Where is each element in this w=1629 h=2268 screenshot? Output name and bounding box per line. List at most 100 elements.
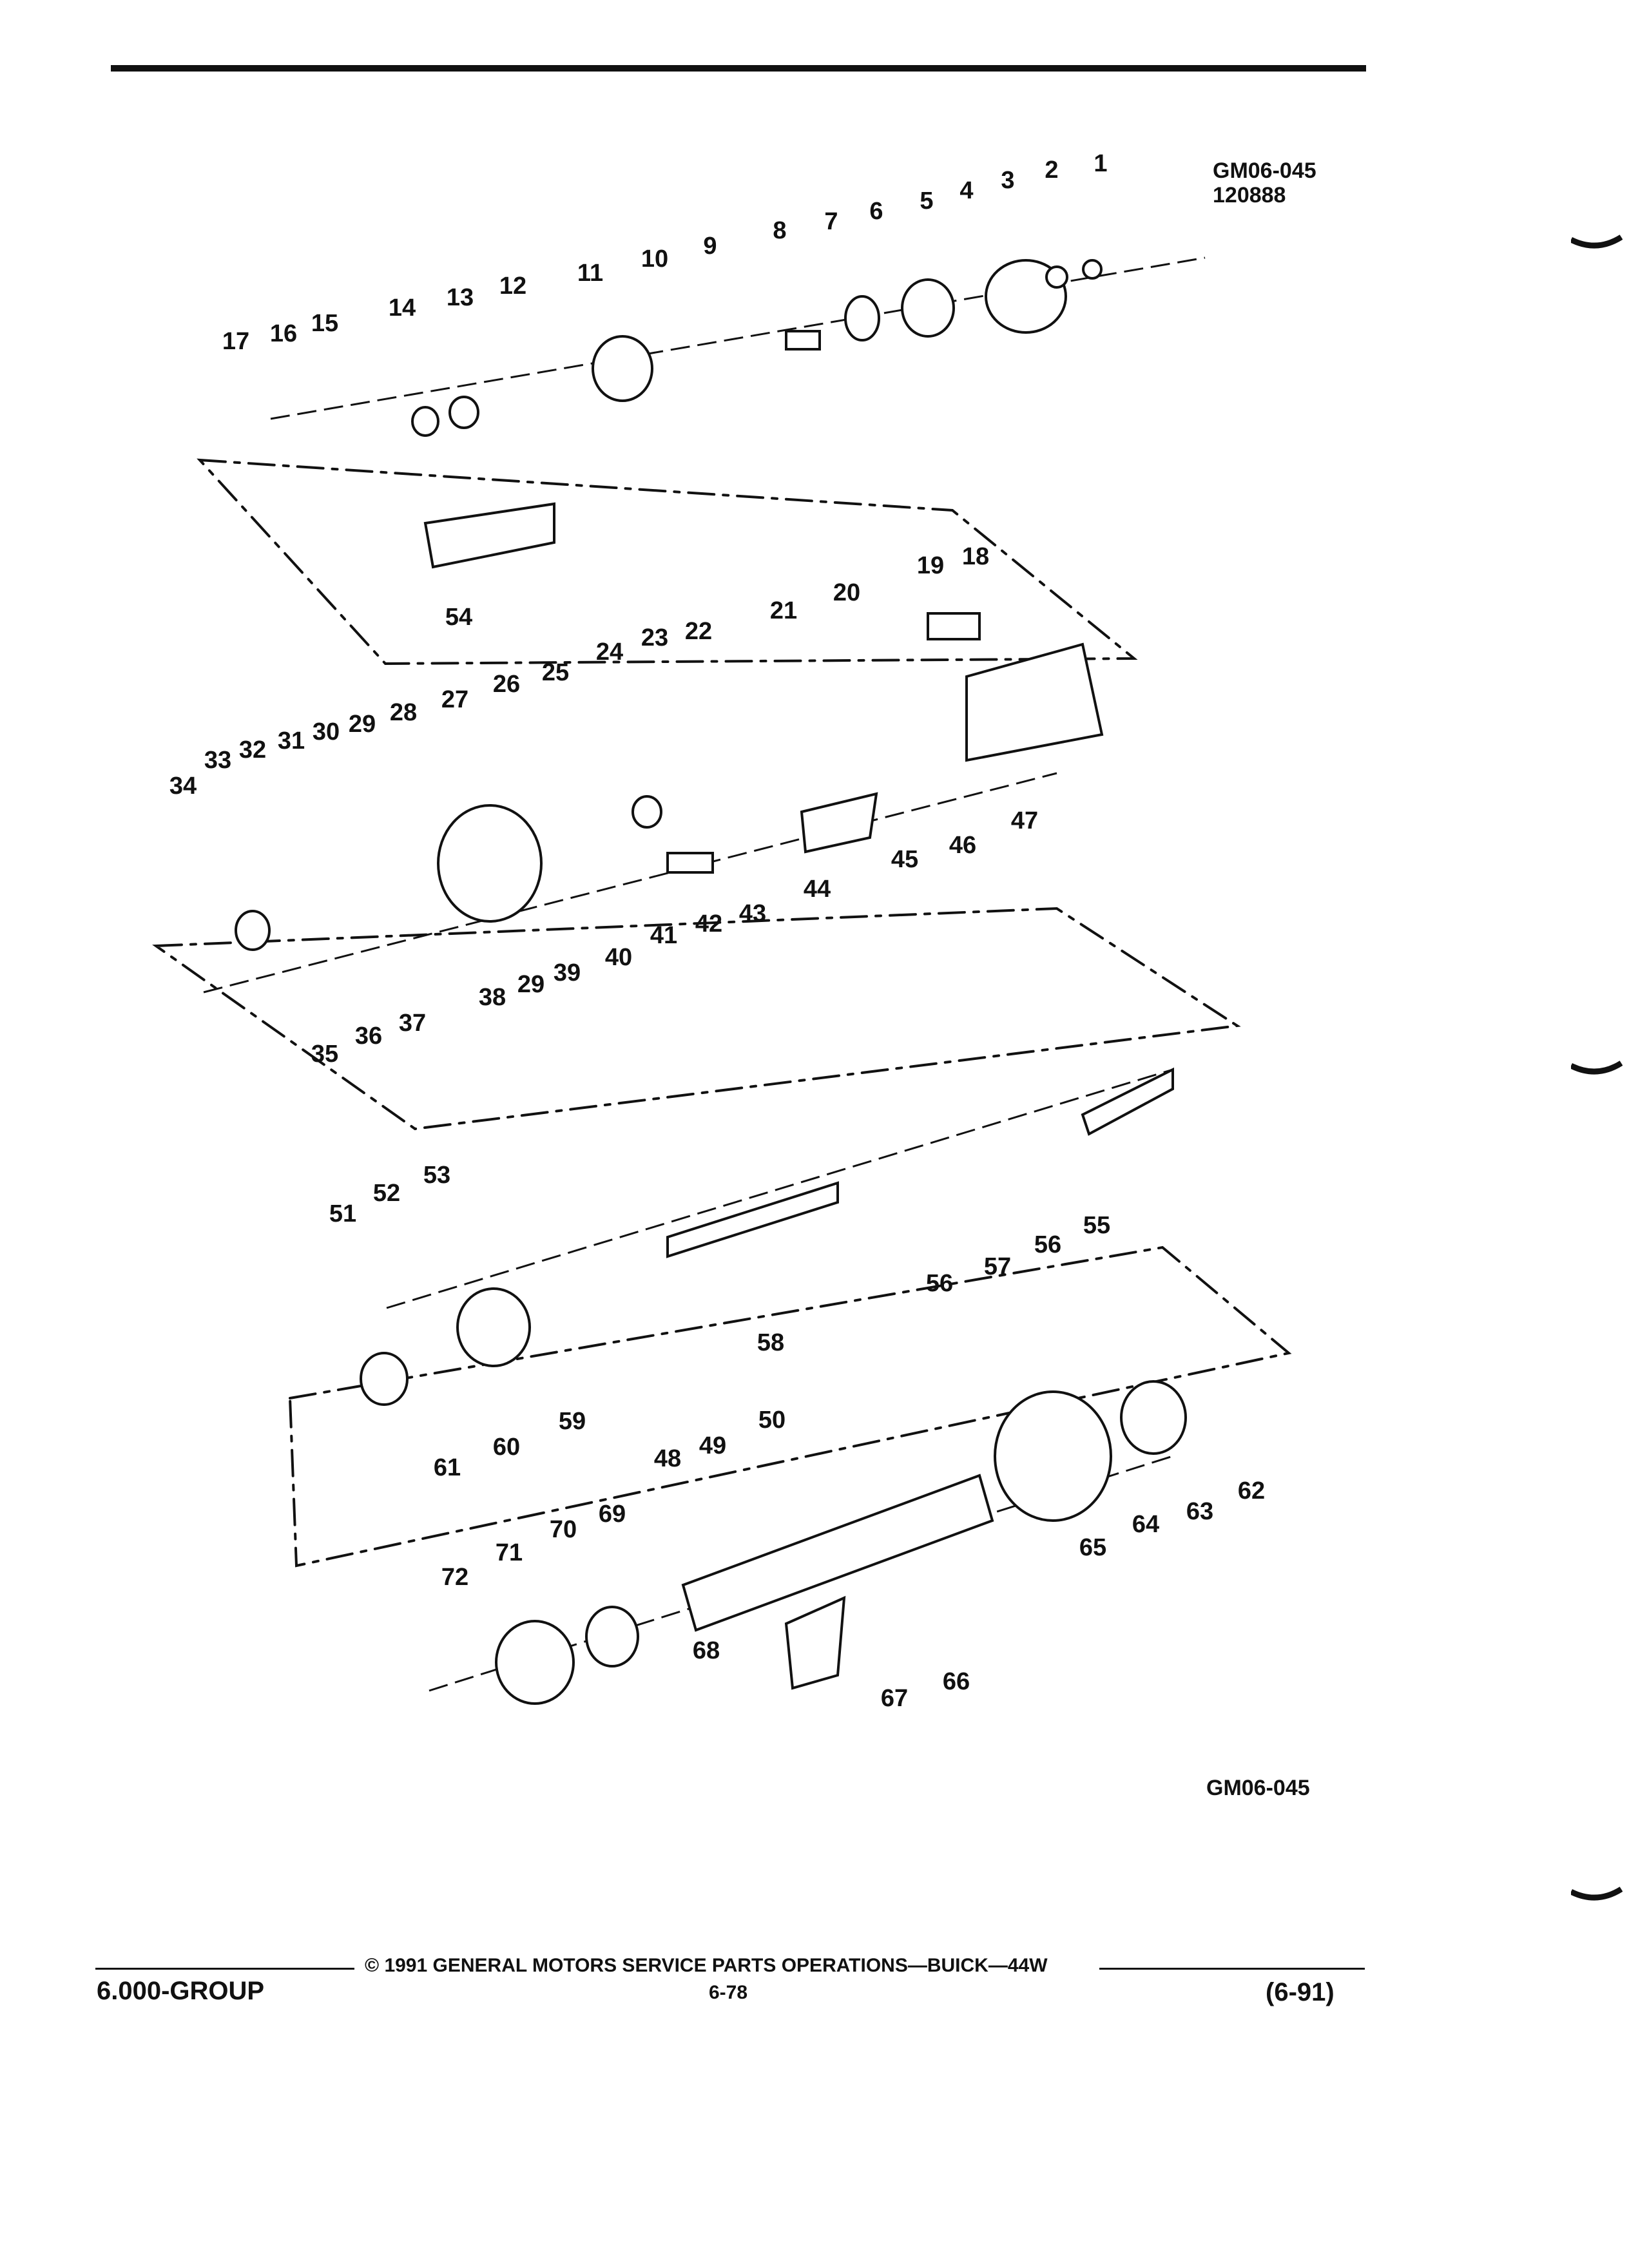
- callout-numbers: 1 2 3 4 5 6 7 8 9 10 11 12 13 14 15 16 1…: [169, 150, 1265, 1712]
- part-65-shroud: [994, 1390, 1112, 1522]
- callout-64: 64: [1132, 1511, 1159, 1538]
- part-6-plate: [844, 295, 880, 341]
- part-71-adapter: [495, 1620, 575, 1705]
- callout-39: 39: [554, 959, 581, 986]
- callout-29-upper: 29: [349, 711, 376, 738]
- part-13-washer: [411, 406, 439, 437]
- top-rule: [111, 65, 1366, 72]
- callout-69: 69: [599, 1501, 626, 1528]
- callout-24: 24: [596, 639, 623, 666]
- callout-29-lower: 29: [517, 971, 545, 998]
- callout-42: 42: [695, 910, 722, 937]
- part-44-bracket: [800, 792, 878, 854]
- footer-group: 6.000-GROUP: [97, 1977, 265, 2005]
- binder-mark-2: [1571, 1061, 1623, 1075]
- footer-copyright: © 1991 GENERAL MOTORS SERVICE PARTS OPER…: [365, 1955, 1048, 1976]
- panel-outline-lower: [288, 1245, 1292, 1568]
- part-64-ring: [1120, 1380, 1187, 1455]
- callout-56-left: 56: [926, 1270, 953, 1297]
- part-61-plate: [360, 1352, 409, 1406]
- figure-code: GM06-045: [1213, 159, 1316, 183]
- callout-36: 36: [355, 1023, 382, 1050]
- callout-48: 48: [654, 1445, 681, 1472]
- callout-40: 40: [605, 944, 632, 971]
- callout-5: 5: [920, 187, 933, 215]
- callout-2: 2: [1045, 157, 1058, 184]
- callout-51: 51: [329, 1200, 356, 1227]
- callout-47: 47: [1011, 807, 1038, 834]
- callout-27: 27: [441, 686, 468, 713]
- part-42-spring: [666, 852, 714, 874]
- part-19-switch: [927, 612, 981, 640]
- callout-55: 55: [1083, 1212, 1110, 1239]
- part-55-shaft: [1081, 1067, 1174, 1136]
- callout-54: 54: [445, 604, 472, 631]
- part-22-ring: [631, 795, 662, 829]
- footer-page-number: 6-78: [709, 1982, 748, 2003]
- callout-35: 35: [311, 1041, 338, 1068]
- callout-4: 4: [959, 177, 973, 204]
- panel-outline-middle: [152, 907, 1241, 1131]
- callout-16: 16: [270, 320, 297, 347]
- callout-14: 14: [389, 294, 416, 322]
- footer-rule-right: [1099, 1968, 1365, 1970]
- axis-shaft: [386, 1068, 1173, 1309]
- callout-23: 23: [641, 624, 668, 651]
- callout-13: 13: [447, 284, 474, 311]
- callout-71: 71: [496, 1539, 523, 1566]
- part-18-housing: [965, 642, 1104, 762]
- binder-mark-1: [1571, 235, 1623, 249]
- callout-19: 19: [917, 552, 944, 579]
- callout-46: 46: [949, 832, 976, 859]
- part-1-bolt: [1082, 259, 1103, 280]
- callout-66: 66: [943, 1668, 970, 1695]
- figure-bottom-code: GM06-045: [1206, 1776, 1310, 1800]
- callout-12: 12: [499, 273, 526, 300]
- callout-58: 58: [757, 1329, 784, 1356]
- callout-18: 18: [962, 543, 989, 570]
- part-67-bracket: [784, 1595, 846, 1690]
- callout-7: 7: [824, 208, 838, 235]
- callout-60: 60: [493, 1434, 520, 1461]
- part-12-bearing: [448, 396, 479, 429]
- callout-17: 17: [222, 328, 249, 355]
- part-54-cover: [423, 502, 555, 569]
- callout-50: 50: [758, 1407, 786, 1434]
- callout-6: 6: [869, 198, 883, 225]
- part-34-ring: [235, 910, 271, 951]
- part-38-housing: [437, 804, 543, 923]
- panel-outline-upper: [197, 458, 1138, 666]
- callout-67: 67: [881, 1685, 908, 1712]
- callout-10: 10: [641, 245, 668, 273]
- callout-3: 3: [1001, 167, 1014, 194]
- callout-26: 26: [493, 671, 520, 698]
- callout-8: 8: [773, 217, 786, 244]
- callout-70: 70: [550, 1516, 577, 1543]
- callout-31: 31: [278, 727, 305, 754]
- part-69-jacket: [681, 1474, 994, 1632]
- part-11-switch: [592, 335, 653, 402]
- callout-30: 30: [313, 718, 340, 745]
- callout-43: 43: [739, 900, 766, 927]
- callout-61: 61: [434, 1454, 461, 1481]
- callout-59: 59: [559, 1408, 586, 1435]
- callout-20: 20: [833, 579, 860, 606]
- callout-28: 28: [390, 699, 417, 726]
- callout-15: 15: [311, 310, 338, 337]
- part-5-cancel-cam: [901, 278, 955, 338]
- footer-rule-left: [95, 1968, 354, 1970]
- binder-mark-3: [1571, 1887, 1623, 1901]
- part-60-housing: [456, 1287, 531, 1367]
- callout-34: 34: [169, 773, 197, 800]
- callout-49: 49: [699, 1432, 726, 1459]
- callout-62: 62: [1238, 1477, 1265, 1504]
- part-2-nut: [1045, 265, 1068, 289]
- callout-52: 52: [373, 1180, 400, 1207]
- part-58-shaft: [666, 1181, 839, 1258]
- callout-45: 45: [891, 846, 918, 873]
- callout-33: 33: [204, 747, 231, 774]
- callout-53: 53: [423, 1162, 450, 1189]
- callout-56-right: 56: [1034, 1231, 1061, 1258]
- callout-9: 9: [703, 233, 717, 260]
